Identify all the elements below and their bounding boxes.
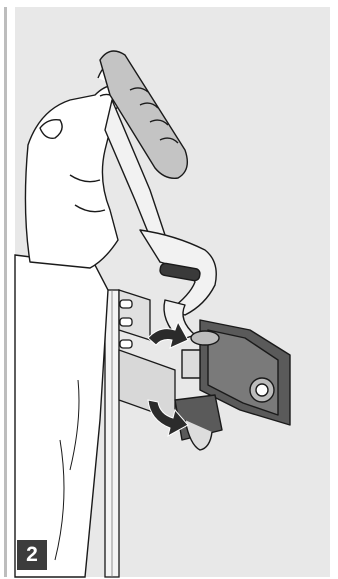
bracket-icon (175, 320, 290, 450)
sleeve (15, 255, 108, 577)
step-number-badge: 2 (17, 540, 47, 570)
